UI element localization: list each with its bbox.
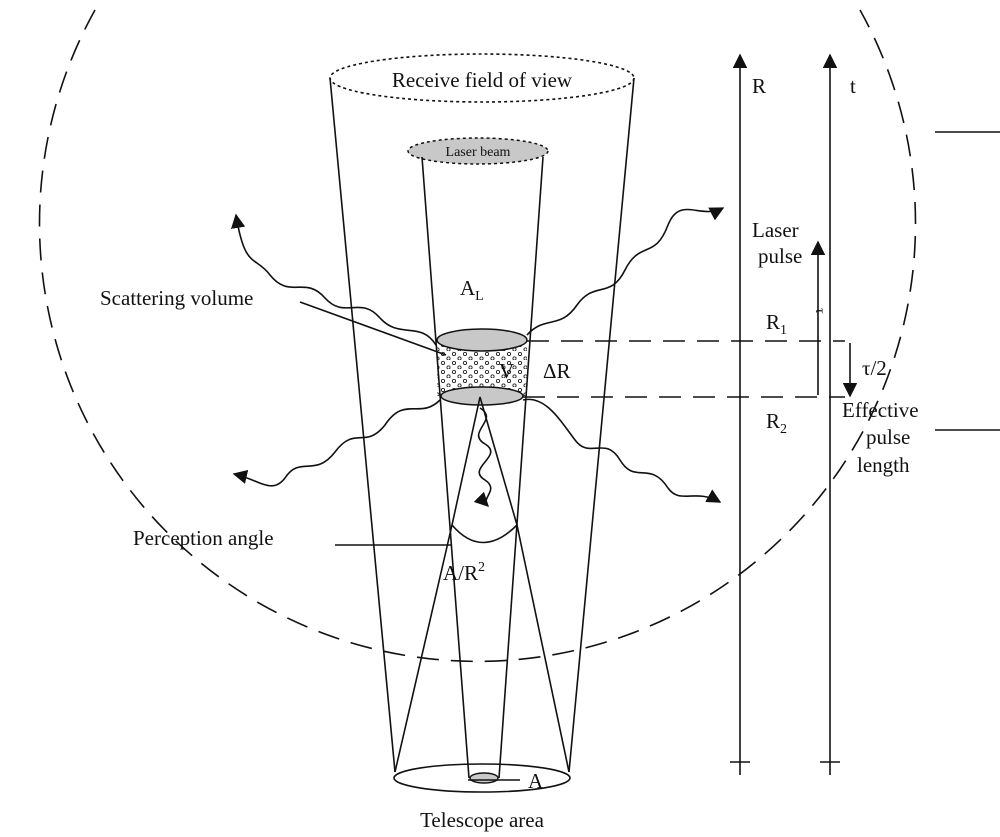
a-over-r2-label: A/R2 [443,560,485,585]
tau-label: τ [812,308,827,314]
telescope-a-label: A [528,769,544,793]
effective-pulse-bracket [935,131,1000,431]
backscatter-wave [473,407,492,508]
wave-lower-left [232,399,441,487]
receive-fov-label: Receive field of view [392,68,573,92]
telescope-ellipse [393,763,571,793]
scattering-volume-label: Scattering volume [100,286,253,310]
top-disk [436,328,528,352]
telescope-area-label: Telescope area [420,808,545,832]
perception-cone [451,396,518,544]
t-axis-label: t [850,74,856,98]
r2-label: R2 [766,409,787,437]
tau-half-label: τ/2 [862,356,887,380]
wave-lower-right [522,398,722,503]
dashed-boundary-circle [38,9,917,663]
scattering-leader [299,301,447,356]
telescope-cross-left [394,524,453,773]
r1-label: R1 [766,310,787,338]
v-label: V [499,359,514,383]
fov-right-edge [568,77,635,773]
effective-label-line2: pulse [866,425,910,449]
r-axis-label: R [752,74,766,98]
beam-left-edge [421,156,470,779]
delta-r-label: ΔR [543,359,571,383]
perception-angle-label: Perception angle [133,526,274,550]
laser-pulse-label-line2: pulse [758,244,802,268]
fov-left-edge [329,77,396,773]
laser-pulse-label-line1: Laser [752,218,799,242]
wave-upper-right [526,207,725,336]
wave-upper-left [230,213,437,346]
beam-right-edge [498,156,544,779]
telescope-cross-right [516,524,570,773]
effective-label-line3: length [857,453,910,477]
laser-beam-label: Laser beam [446,145,511,160]
laser-beam-ellipse [407,137,549,165]
effective-label-line1: Effective [842,398,919,422]
telescope-center [469,772,499,784]
a-l-label: AL [460,276,484,304]
